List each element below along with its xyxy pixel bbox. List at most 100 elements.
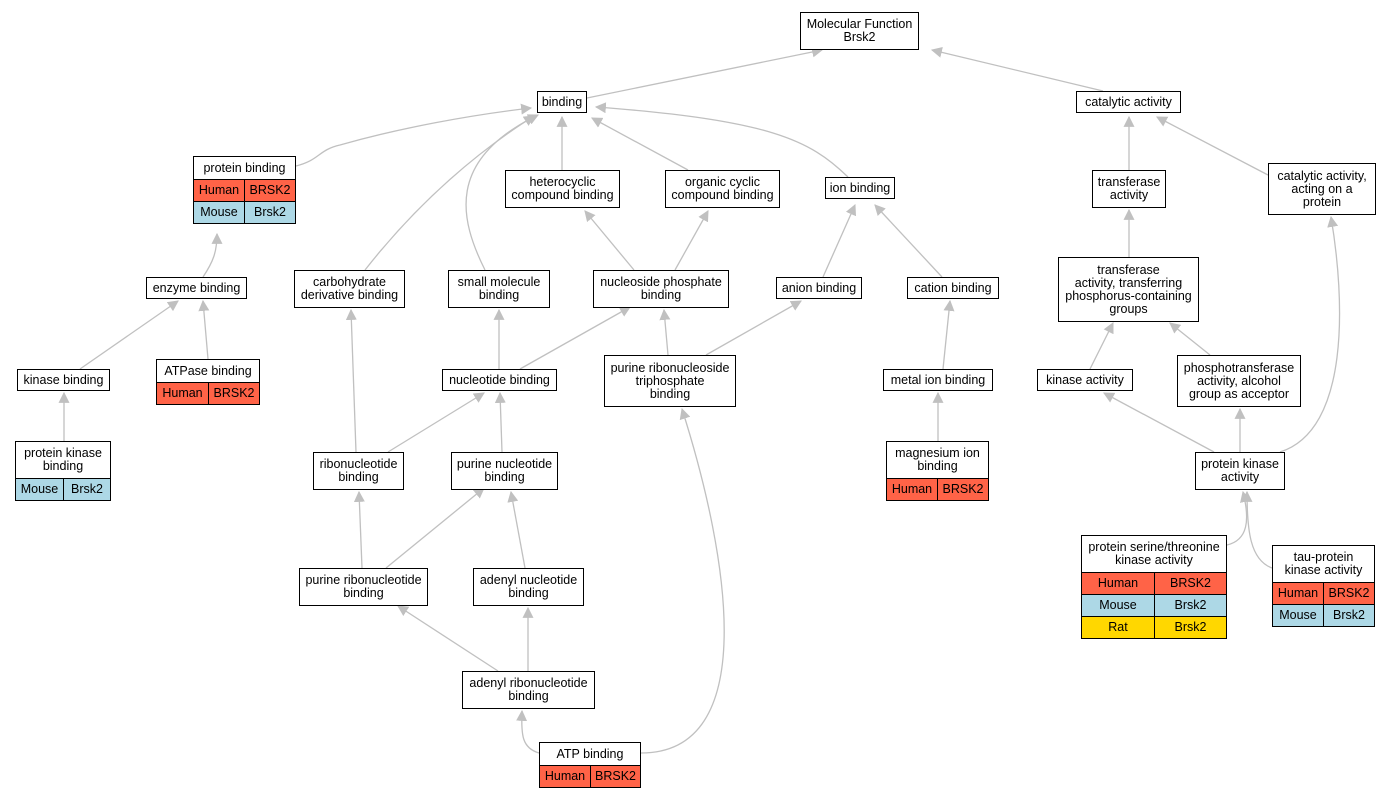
go-term-carb-deriv[interactable]: carbohydrate derivative binding bbox=[294, 270, 405, 308]
go-term-nucleotide[interactable]: nucleotide binding bbox=[442, 369, 557, 391]
edge-ion-binding-to-binding bbox=[594, 102, 849, 178]
go-term-anion[interactable]: anion binding bbox=[776, 277, 862, 299]
gene-cell: BRSK2 bbox=[1323, 583, 1374, 604]
edge-kinase-activity-to-transf-phos bbox=[1089, 322, 1114, 370]
go-term-adenyl-nucleotide[interactable]: adenyl nucleotide binding bbox=[473, 568, 584, 606]
gene-cell: BRSK2 bbox=[1154, 573, 1226, 594]
go-term-root[interactable]: Molecular Function Brsk2 bbox=[800, 12, 919, 50]
edge-phosphotransferase-to-transf-phos bbox=[1169, 322, 1211, 356]
edge-small-mol-to-binding bbox=[465, 114, 539, 271]
edge-anion-to-ion-binding bbox=[822, 203, 857, 278]
go-term-label: protein binding bbox=[203, 160, 286, 175]
annotation-row-human: Human BRSK2 bbox=[887, 478, 988, 500]
go-term-heterocyclic[interactable]: heterocyclic compound binding bbox=[505, 170, 620, 208]
annotation-row-human: Human BRSK2 bbox=[1082, 572, 1226, 594]
edge-enzyme-binding-to-protein-binding bbox=[202, 232, 223, 278]
go-term-label: transferase activity bbox=[1097, 175, 1161, 202]
go-term-label: metal ion binding bbox=[890, 372, 986, 387]
go-term-adenyl-ribonucleotide[interactable]: adenyl ribonucleotide binding bbox=[462, 671, 595, 709]
annotation-row-human: Human BRSK2 bbox=[194, 179, 295, 201]
go-term-label: nucleotide binding bbox=[449, 372, 550, 387]
gene-cell: BRSK2 bbox=[590, 766, 640, 787]
go-term-catalytic[interactable]: catalytic activity bbox=[1076, 91, 1181, 113]
species-cell: Human bbox=[1277, 586, 1319, 600]
go-term-ion-binding[interactable]: ion binding bbox=[825, 177, 895, 199]
go-term-label: purine ribonucleotide binding bbox=[305, 573, 422, 600]
go-term-enzyme-binding[interactable]: enzyme binding bbox=[146, 277, 247, 299]
edge-nuc-phos-to-heterocyclic bbox=[584, 210, 635, 271]
edge-kinase-binding-to-enzyme-binding bbox=[79, 300, 179, 370]
go-term-metal-ion[interactable]: metal ion binding bbox=[883, 369, 993, 391]
go-term-label: ion binding bbox=[829, 180, 891, 195]
go-term-organic-cyclic[interactable]: organic cyclic compound binding bbox=[665, 170, 780, 208]
go-term-label: ATP binding bbox=[556, 746, 624, 761]
species-cell: Human bbox=[198, 183, 240, 197]
go-term-label: protein kinase binding bbox=[24, 446, 102, 473]
go-term-kinase-binding[interactable]: kinase binding bbox=[17, 369, 110, 391]
go-term-small-mol[interactable]: small molecule binding bbox=[448, 270, 550, 308]
go-term-transf-phos[interactable]: transferase activity, transferring phosp… bbox=[1058, 257, 1199, 322]
go-term-cat-protein[interactable]: catalytic activity, acting on a protein bbox=[1268, 163, 1376, 215]
edge-purine-ribonucleotide-to-ribonucleotide bbox=[353, 490, 365, 569]
edge-protein-kinase-activity-to-kinase-activity bbox=[1103, 392, 1215, 453]
edge-binding-to-root bbox=[586, 46, 824, 99]
go-term-ser-thr[interactable]: protein serine/threonine kinase activity… bbox=[1081, 535, 1227, 639]
go-term-label: purine ribonucleoside triphosphate bindi… bbox=[610, 360, 730, 401]
edge-atp-to-purine-ribonucleoside-tri bbox=[640, 407, 725, 754]
go-term-phosphotransferase[interactable]: phosphotransferase activity, alcohol gro… bbox=[1177, 355, 1301, 407]
go-term-label: binding bbox=[541, 94, 583, 109]
go-term-binding[interactable]: binding bbox=[537, 91, 587, 113]
species-cell: Human bbox=[1097, 576, 1139, 590]
go-term-purine-ribonucleoside-tri[interactable]: purine ribonucleoside triphosphate bindi… bbox=[604, 355, 736, 407]
edge-protein-binding-to-binding bbox=[295, 103, 533, 167]
annotation-row-human: Human BRSK2 bbox=[1273, 582, 1374, 604]
go-term-purine-nucleotide[interactable]: purine nucleotide binding bbox=[451, 452, 558, 490]
edge-purine-nucleotide-to-nucleotide bbox=[494, 391, 506, 453]
species-cell: Human bbox=[162, 386, 203, 400]
annotation-row-human: Human BRSK2 bbox=[157, 382, 259, 404]
go-term-kinase-activity[interactable]: kinase activity bbox=[1037, 369, 1133, 391]
edge-adenyl-nucleotide-to-purine-nucleotide bbox=[507, 490, 526, 569]
go-term-transferase[interactable]: transferase activity bbox=[1092, 170, 1166, 208]
edge-atpase-to-enzyme-binding bbox=[198, 299, 210, 360]
go-term-purine-ribonucleotide[interactable]: purine ribonucleotide binding bbox=[299, 568, 428, 606]
edge-ribonucleotide-to-carb-deriv bbox=[345, 308, 357, 453]
gene-cell: BRSK2 bbox=[208, 383, 259, 404]
species-cell: Mouse bbox=[1099, 598, 1137, 612]
edge-nucleotide-to-nuc-phos bbox=[519, 306, 631, 370]
go-term-label: cation binding bbox=[914, 280, 992, 295]
edge-purine-ribonucleoside-tri-to-nuc-phos bbox=[659, 308, 671, 356]
go-term-label: adenyl ribonucleotide binding bbox=[469, 676, 588, 703]
gene-cell: BRSK2 bbox=[244, 180, 295, 201]
species-cell: Human bbox=[891, 482, 933, 496]
go-term-label: kinase binding bbox=[23, 372, 104, 387]
go-term-nuc-phos[interactable]: nucleoside phosphate binding bbox=[593, 270, 729, 308]
edge-tau-to-protein-kinase-activity bbox=[1241, 490, 1273, 569]
go-term-cation[interactable]: cation binding bbox=[907, 277, 999, 299]
gene-cell: Brsk2 bbox=[1154, 617, 1226, 638]
go-term-label: adenyl nucleotide binding bbox=[479, 573, 578, 600]
go-term-protein-kinase-activity[interactable]: protein kinase activity bbox=[1195, 452, 1285, 490]
go-term-label: carbohydrate derivative binding bbox=[300, 275, 399, 302]
go-term-label: catalytic activity bbox=[1085, 94, 1172, 109]
edge-nuc-phos-to-organic-cyclic bbox=[674, 210, 709, 271]
go-term-label: tau-protein kinase activity bbox=[1284, 550, 1363, 577]
edge-adenyl-ribonucleotide-to-purine-ribonucleotide bbox=[397, 605, 499, 672]
species-cell: Mouse bbox=[200, 205, 238, 219]
species-cell: Mouse bbox=[1279, 608, 1317, 622]
species-cell: Human bbox=[544, 769, 586, 783]
go-term-label: phosphotransferase activity, alcohol gro… bbox=[1183, 360, 1295, 401]
go-term-ribonucleotide[interactable]: ribonucleotide binding bbox=[313, 452, 404, 490]
gene-cell: BRSK2 bbox=[937, 479, 988, 500]
edge-cat-protein-to-catalytic bbox=[1156, 116, 1269, 176]
